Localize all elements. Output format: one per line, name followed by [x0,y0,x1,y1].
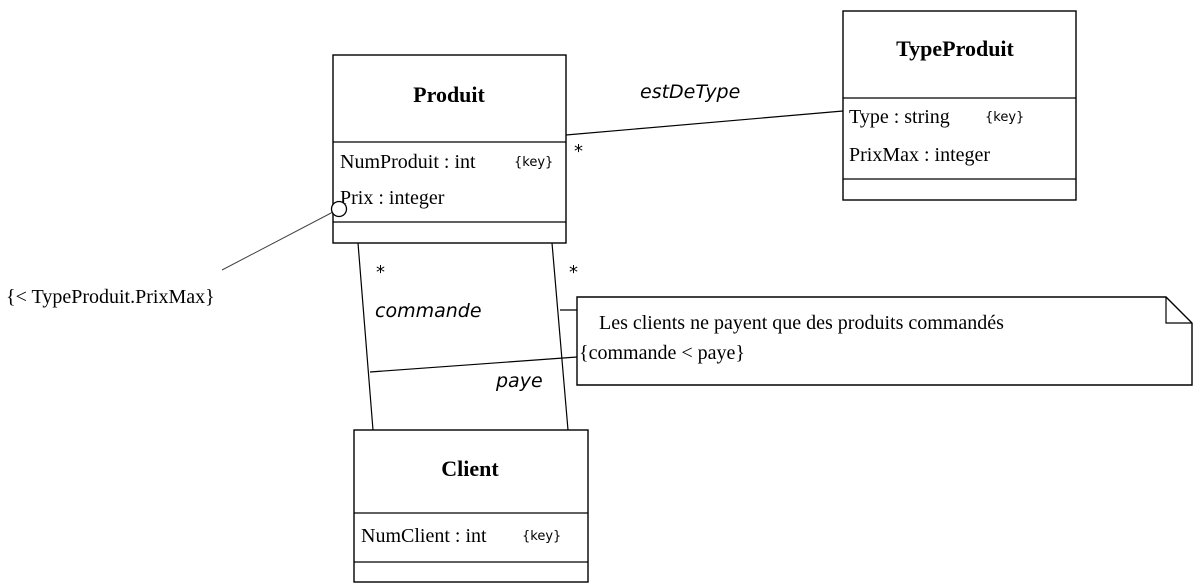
constraint-link-commande-paye [369,356,578,373]
note-text-line-1: Les clients ne payent que des produits c… [599,312,1004,334]
class-client-attr-numclient-key: {key} [522,529,561,544]
constraint-link-prix [221,211,334,271]
class-client-name: Client [441,456,499,481]
class-client[interactable]: Client NumClient : int {key} [353,429,589,583]
class-typeproduit-attr-type-key: {key} [985,110,1024,125]
role-label-estdetype: estDeType [640,81,740,103]
note-box [576,296,1193,386]
constraint-anchor-circle [330,200,348,218]
class-produit-name: Produit [413,82,485,107]
class-client-box [353,429,589,583]
class-typeproduit[interactable]: TypeProduit Type : string {key} PrixMax … [842,10,1077,201]
class-produit-attr-numproduit-key: {key} [514,155,553,170]
class-typeproduit-box [842,10,1077,201]
class-typeproduit-attr-type: Type : string [849,106,950,128]
note-text-line-2: {commande < paye} [579,342,745,364]
association-line-commande [357,242,374,431]
constraint-prix-text: {< TypeProduit.PrixMax} [6,286,215,308]
class-typeproduit-name: TypeProduit [896,36,1014,61]
class-produit-attr-numproduit: NumProduit : int [340,151,476,173]
multiplicity-paye-produit: * [569,262,578,283]
class-client-attr-numclient: NumClient : int [361,525,487,547]
association-line-paye [551,242,569,431]
class-produit[interactable]: Produit NumProduit : int {key} Prix : in… [332,54,567,244]
class-produit-attr-prix: Prix : integer [340,187,445,209]
class-produit-box [332,54,567,244]
multiplicity-estdetype-produit: * [574,141,583,162]
class-typeproduit-attr-prixmax: PrixMax : integer [849,144,990,166]
multiplicity-commande-produit: * [376,262,385,283]
note-fold-corner [1165,297,1192,324]
role-label-paye: paye [495,370,543,392]
association-line-estdetype [565,110,844,136]
role-label-commande: commande [375,300,482,322]
note: Les clients ne payent que des produits c… [576,296,1193,386]
